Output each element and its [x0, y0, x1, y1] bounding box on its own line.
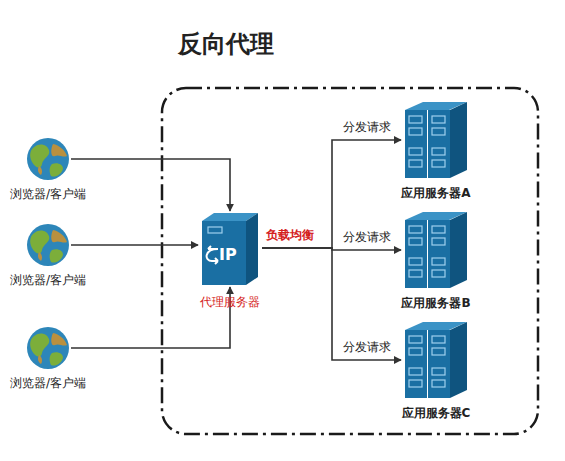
- connector: [262, 248, 401, 360]
- globe-icon: [25, 136, 71, 182]
- icon-text: IP: [219, 245, 237, 265]
- globe-icon: [25, 325, 71, 371]
- server-label: 应用服务器B: [401, 296, 470, 311]
- server-icon: [401, 210, 471, 290]
- proxy-icon-wrap: IP: [198, 211, 262, 287]
- load-balance-label: 负载均衡: [265, 228, 315, 243]
- globe-icon: [25, 222, 71, 268]
- client-node: 浏览器/客户端: [0, 222, 96, 288]
- client-node: 浏览器/客户端: [0, 325, 96, 391]
- client-label: 浏览器/客户端: [10, 273, 86, 288]
- server-label: 应用服务器A: [401, 186, 470, 201]
- client-node: 浏览器/客户端: [0, 136, 96, 202]
- diagram-title: 反向代理: [178, 28, 274, 60]
- server-node: 应用服务器A: [386, 100, 486, 201]
- client-label: 浏览器/客户端: [10, 187, 86, 202]
- edge-label: 分发请求: [342, 120, 392, 135]
- edge-label: 分发请求: [342, 340, 392, 355]
- server-node: 应用服务器B: [386, 210, 486, 311]
- dashed-region: [162, 88, 538, 434]
- proxy-node: IP 代理服务器: [182, 211, 278, 310]
- server-icon: [401, 100, 471, 180]
- edge-label: 分发请求: [342, 230, 392, 245]
- server-node: 应用服务器C: [386, 320, 486, 421]
- proxy-label: 代理服务器: [200, 295, 260, 310]
- server-icon: [401, 320, 471, 400]
- connector: [71, 244, 198, 246]
- server-label: 应用服务器C: [402, 406, 471, 421]
- connector: [262, 140, 401, 248]
- client-label: 浏览器/客户端: [10, 376, 86, 391]
- connector: [71, 159, 230, 211]
